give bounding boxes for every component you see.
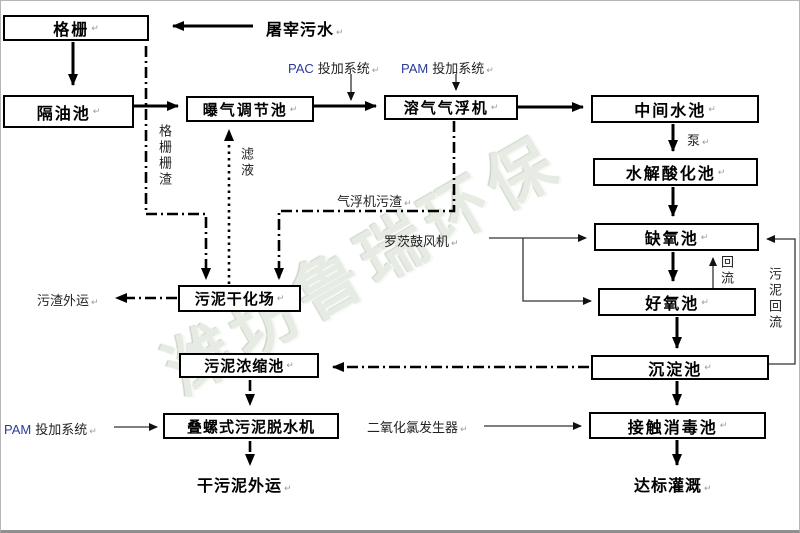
residue-out-label: 污渣外运↵ bbox=[37, 290, 99, 309]
node-intermediate-tank-label: 中间水池 bbox=[634, 103, 707, 120]
node-daf: 溶气气浮机↵ bbox=[384, 95, 518, 120]
return-mark: ↵ bbox=[486, 65, 494, 75]
pump-label: 泵↵ bbox=[687, 130, 710, 149]
node-hydrolysis-tank: 水解酸化池↵ bbox=[593, 158, 758, 186]
return-mark: ↵ bbox=[717, 166, 726, 177]
return-mark: ↵ bbox=[708, 103, 716, 114]
influent-text: 屠宰污水 bbox=[266, 22, 335, 39]
return-mark: ↵ bbox=[704, 362, 712, 372]
return-mark: ↵ bbox=[460, 424, 468, 434]
node-sedimentation-tank: 沉淀池↵ bbox=[591, 355, 769, 380]
node-anoxic-tank-label: 缺氧池 bbox=[644, 231, 699, 248]
influent-label: 屠宰污水↵ bbox=[266, 16, 344, 40]
node-sludge-drying-field-label: 污泥干化场 bbox=[194, 291, 275, 308]
node-sludge-thickening-tank: 污泥浓缩池↵ bbox=[179, 353, 319, 378]
reflux-label: 回流 bbox=[719, 255, 734, 287]
node-screw-dewatering-machine-label: 叠螺式污泥脱水机 bbox=[186, 418, 315, 436]
roots-blower-text: 罗茨鼓风机 bbox=[384, 234, 450, 249]
residue-out-text: 污渣外运 bbox=[37, 293, 90, 308]
node-sludge-thickening-tank-label: 污泥浓缩池 bbox=[204, 358, 285, 375]
return-mark: ↵ bbox=[490, 102, 499, 112]
return-mark: ↵ bbox=[704, 483, 712, 493]
filtrate-label: 滤液 bbox=[239, 147, 254, 179]
pac-suffix-text: 投加系统 bbox=[317, 61, 370, 76]
return-mark: ↵ bbox=[289, 103, 298, 114]
return-mark: ↵ bbox=[92, 106, 101, 116]
pac-text: PAC bbox=[288, 61, 314, 76]
return-mark: ↵ bbox=[371, 65, 380, 75]
grid-residue-label: 格栅栅渣 bbox=[157, 124, 172, 188]
node-oil-separator: 隔油池↵ bbox=[3, 95, 134, 128]
daf-residue-label: 气浮机污渣↵ bbox=[337, 191, 412, 210]
node-contact-disinfection-tank-label: 接触消毒池 bbox=[627, 419, 718, 437]
irrigation-label: 达标灌溉↵ bbox=[634, 472, 712, 496]
return-mark: ↵ bbox=[701, 296, 709, 307]
node-contact-disinfection-tank: 接触消毒池↵ bbox=[589, 412, 766, 439]
watermark-text: 潍坊鲁瑞环保 bbox=[152, 122, 575, 409]
node-hydrolysis-tank-label: 水解酸化池 bbox=[625, 166, 716, 183]
return-mark: ↵ bbox=[276, 293, 285, 303]
pam-bottom-text: PAM bbox=[4, 422, 32, 437]
chlorine-dioxide-generator-label: 二氧化氯发生器↵ bbox=[367, 417, 468, 436]
node-aeration-tank: 曝气调节池↵ bbox=[186, 96, 314, 122]
return-mark: ↵ bbox=[404, 198, 412, 208]
pam-top-suffix-text: 投加系统 bbox=[432, 61, 485, 76]
node-aerobic-tank-label: 好氧池 bbox=[645, 296, 700, 313]
return-mark: ↵ bbox=[451, 238, 459, 248]
roots-blower-label: 罗茨鼓风机↵ bbox=[384, 231, 459, 250]
return-mark: ↵ bbox=[89, 426, 97, 436]
daf-residue-text: 气浮机污渣 bbox=[337, 194, 403, 209]
node-aeration-tank-label: 曝气调节池 bbox=[202, 101, 288, 119]
node-screw-dewatering-machine: 叠螺式污泥脱水机 bbox=[163, 413, 339, 439]
return-mark: ↵ bbox=[700, 231, 709, 242]
return-mark: ↵ bbox=[286, 360, 294, 370]
sludge-reflux-label: 污泥回流 bbox=[767, 267, 782, 331]
return-mark: ↵ bbox=[91, 22, 99, 33]
node-sedimentation-tank-label: 沉淀池 bbox=[648, 361, 703, 379]
node-aerobic-tank: 好氧池↵ bbox=[598, 288, 756, 316]
pump-text: 泵 bbox=[687, 133, 701, 148]
pam-top-text: PAM bbox=[401, 61, 429, 76]
node-anoxic-tank: 缺氧池↵ bbox=[594, 223, 759, 251]
node-grid-label: 格栅 bbox=[53, 22, 90, 39]
node-intermediate-tank: 中间水池↵ bbox=[591, 95, 759, 123]
return-mark: ↵ bbox=[702, 137, 710, 147]
return-mark: ↵ bbox=[284, 483, 292, 493]
dry-sludge-out-label: 干污泥外运↵ bbox=[197, 472, 292, 496]
return-mark: ↵ bbox=[719, 420, 728, 430]
node-grid: 格栅↵ bbox=[3, 15, 149, 41]
pam-bottom-suffix-text: 投加系统 bbox=[35, 422, 88, 437]
node-daf-label: 溶气气浮机 bbox=[403, 100, 489, 117]
return-mark: ↵ bbox=[91, 297, 99, 307]
dry-sludge-out-text: 干污泥外运 bbox=[197, 478, 283, 495]
return-mark: ↵ bbox=[336, 27, 344, 37]
clo2-text: 二氧化氯发生器 bbox=[367, 420, 459, 435]
irrigation-text: 达标灌溉 bbox=[634, 478, 703, 495]
node-sludge-drying-field: 污泥干化场↵ bbox=[178, 285, 301, 312]
node-oil-separator-label: 隔油池 bbox=[36, 105, 91, 123]
